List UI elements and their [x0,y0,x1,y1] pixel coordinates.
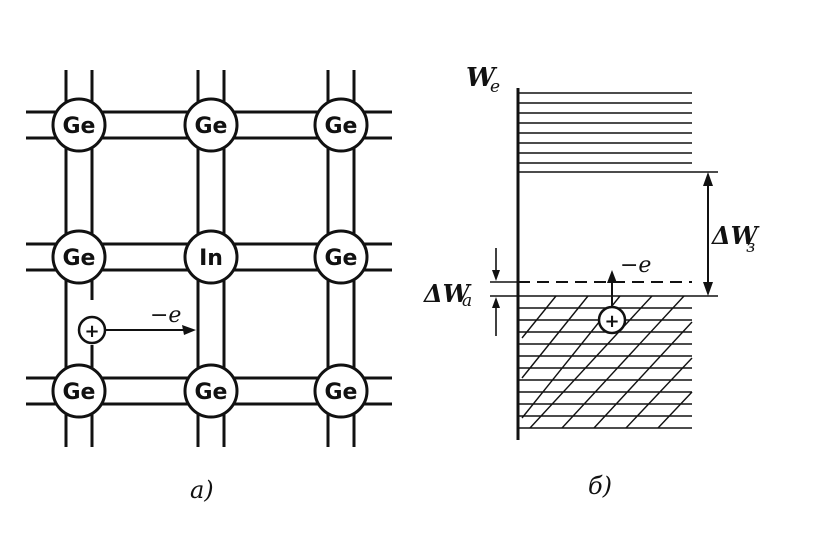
arrowhead-icon [703,172,713,186]
arrowhead-icon [607,270,617,283]
valence-band [518,295,692,429]
electron-label: −e [620,253,651,278]
gap-label-sub: з [746,237,755,257]
lattice-diagram: Ge Ge Ge Ge In Ge Ge Ge [26,70,392,504]
atom-label: Ge [63,380,96,405]
atom-label: Ge [325,114,358,139]
electron-label: −e [150,303,181,328]
arrowhead-icon [703,282,713,296]
arrowhead-icon [492,270,500,281]
atom: Ge [51,363,107,419]
atom-label: Ge [195,380,228,405]
valence-hatch [521,295,693,429]
hole-circle [597,305,627,335]
caption-a: a) [190,476,214,504]
atom: Ge [51,229,107,285]
hole-sign: + [604,311,619,332]
hole-sign: + [84,321,99,342]
acceptor-label-sub: a [462,291,472,311]
arrowhead-icon [182,325,196,335]
atom-circle [51,363,107,419]
atom: Ge [51,97,107,153]
atom-label: Ge [63,114,96,139]
atom-circle [313,97,369,153]
atom-circle [51,229,107,285]
broken-bond-gap [195,272,227,376]
conduction-band [518,92,692,173]
atom-label: Ge [325,380,358,405]
hole-circle [77,315,107,345]
atom-label: Ge [325,246,358,271]
hole-symbol: + [597,305,627,335]
band-diagram: W e [423,63,760,500]
atom: Ge [183,363,239,419]
atom-label: Ge [195,114,228,139]
arrowhead-icon [492,297,500,308]
acceptor-label: ΔW [423,279,472,308]
atom-circle [313,229,369,285]
atom: Ge [313,97,369,153]
hole-symbol: + [77,315,107,345]
atom-circle [183,97,239,153]
atom-circle [51,97,107,153]
atom: Ge [183,97,239,153]
impurity-atom: In [183,229,239,285]
atom: Ge [313,229,369,285]
gap-label: ΔW [711,221,760,250]
energy-axis-sub: e [490,77,500,97]
atom-circle [183,229,239,285]
atom-label: In [199,246,223,271]
atom-label: Ge [63,246,96,271]
energy-axis-label: W [466,63,498,93]
atom-circle [183,363,239,419]
atom-circle [313,363,369,419]
caption-b: б) [588,472,612,500]
atom: Ge [313,363,369,419]
